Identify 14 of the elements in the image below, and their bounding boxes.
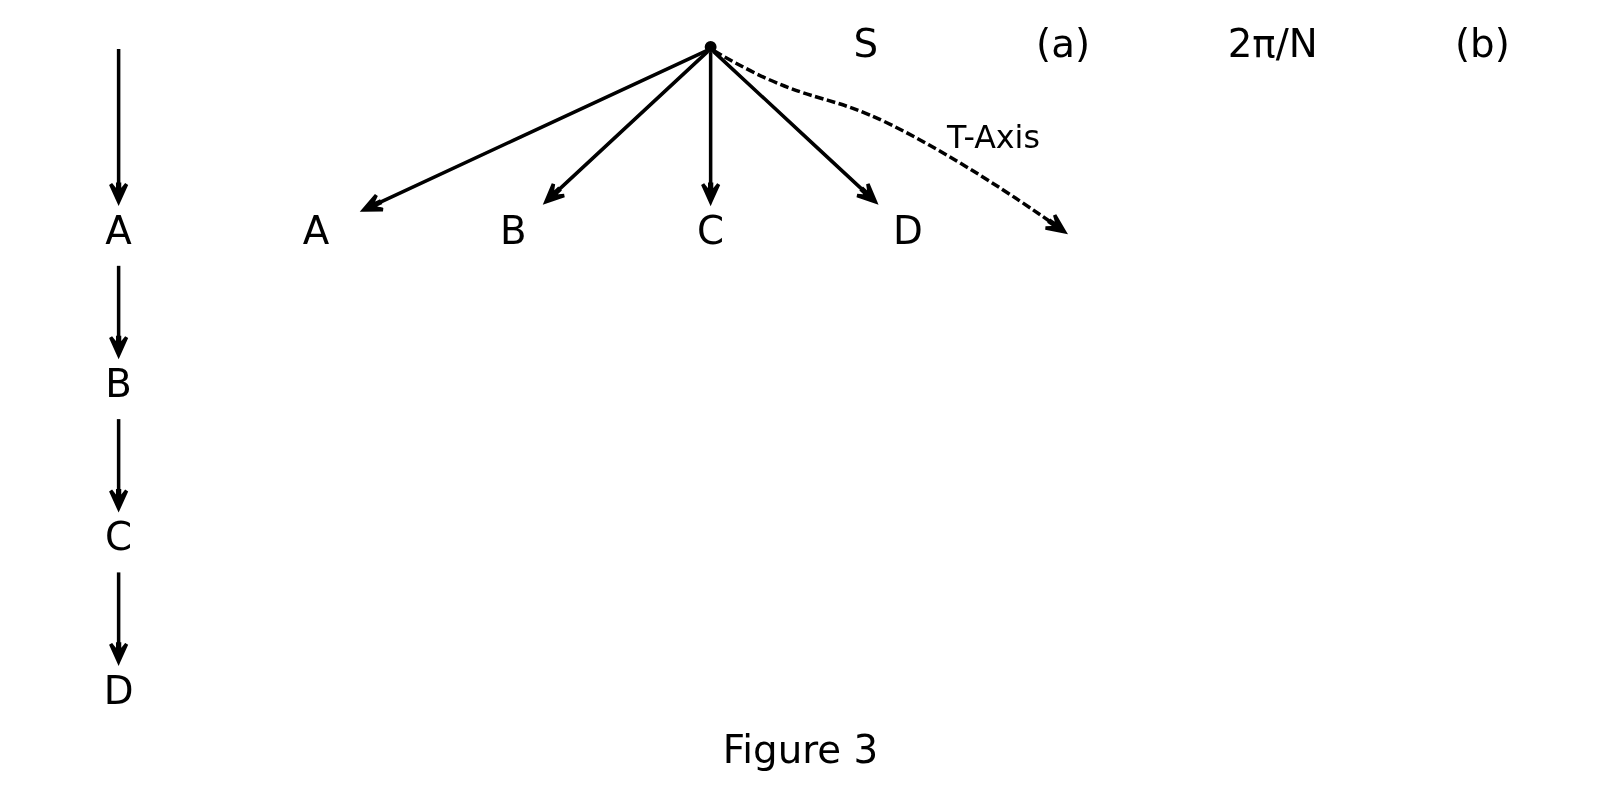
node-text: D (892, 207, 923, 253)
node-text: B (104, 360, 132, 406)
label: (b) (1454, 20, 1510, 66)
node-text: A (302, 207, 329, 253)
label: (a) (1035, 20, 1090, 66)
node-text: C (104, 514, 132, 560)
label: 2π/N (1227, 20, 1318, 66)
node-text: A (104, 207, 132, 253)
edge-label: T-Axis (946, 119, 1040, 156)
node-text: C (696, 207, 724, 253)
label: S (852, 20, 878, 66)
node-text: D (103, 667, 134, 713)
node-text: B (499, 207, 527, 253)
caption: Figure 3 (722, 727, 878, 773)
